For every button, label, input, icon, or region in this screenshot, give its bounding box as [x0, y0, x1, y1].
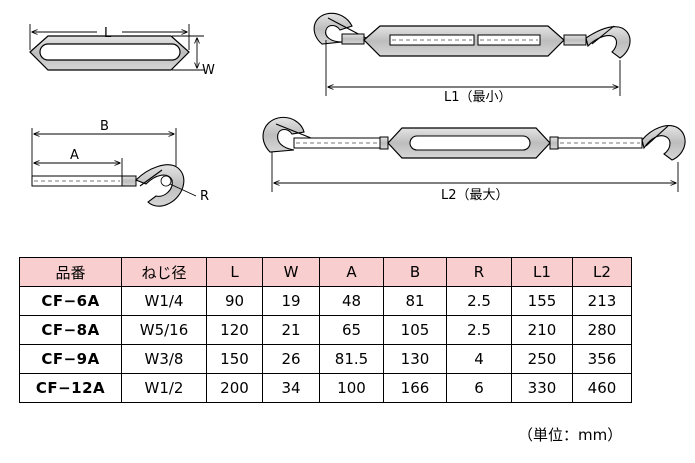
header-W: W [262, 257, 320, 287]
cell-L2: 213 [572, 286, 632, 316]
cell-R: 2.5 [446, 315, 512, 345]
cell-A: 100 [319, 373, 384, 403]
cell-A: 48 [319, 286, 384, 316]
table-row: CF−8A W5/16 120 21 65 105 2.5 210 280 [19, 315, 632, 345]
cell-model: CF−6A [19, 286, 122, 316]
header-L: L [206, 257, 263, 287]
cell-W: 26 [262, 344, 320, 374]
dimension-A [34, 158, 123, 176]
dimension-L1 [325, 40, 621, 96]
dimension-L [29, 24, 190, 50]
cell-L1: 250 [511, 344, 573, 374]
header-A: A [319, 257, 384, 287]
cell-B: 105 [383, 315, 447, 345]
body-top-view [29, 35, 190, 71]
cell-A: 65 [319, 315, 384, 345]
label-W: W [202, 63, 215, 78]
turnbuckle-max-view [262, 116, 686, 161]
header-model: 品番 [19, 257, 122, 287]
cell-L1: 330 [511, 373, 573, 403]
table-row: CF−12A W1/2 200 34 100 166 6 330 460 [19, 373, 632, 403]
turnbuckle-min-view [313, 12, 631, 59]
cell-thread: W5/16 [121, 315, 207, 345]
cell-W: 34 [262, 373, 320, 403]
spec-table: 品番 ねじ径 L W A B R L1 L2 CF−6A W1/4 90 19 … [19, 257, 632, 403]
hook-side-view [31, 164, 197, 207]
unit-note: （単位：mm） [518, 426, 623, 444]
cell-model: CF−12A [19, 373, 122, 403]
cell-B: 130 [383, 344, 447, 374]
cell-L2: 280 [572, 315, 632, 345]
cell-L: 90 [206, 286, 263, 316]
cell-B: 81 [383, 286, 447, 316]
cell-R: 6 [446, 373, 512, 403]
cell-W: 19 [262, 286, 320, 316]
cell-L1: 210 [511, 315, 573, 345]
dimension-L2 [271, 152, 679, 192]
cell-model: CF−9A [19, 344, 122, 374]
cell-B: 166 [383, 373, 447, 403]
label-B: B [100, 119, 109, 134]
label-L2: L2（最大） [441, 188, 509, 203]
cell-W: 21 [262, 315, 320, 345]
table-row: CF−9A W3/8 150 26 81.5 130 4 250 356 [19, 344, 632, 374]
cell-model: CF−8A [19, 315, 122, 345]
cell-L: 150 [206, 344, 263, 374]
cell-L: 120 [206, 315, 263, 345]
dimension-B [31, 128, 177, 176]
cell-L2: 356 [572, 344, 632, 374]
header-L1: L1 [511, 257, 573, 287]
label-L: L [104, 26, 112, 41]
cell-L2: 460 [572, 373, 632, 403]
cell-thread: W3/8 [121, 344, 207, 374]
label-A: A [70, 148, 79, 163]
table-header-row: 品番 ねじ径 L W A B R L1 L2 [19, 257, 632, 287]
label-R: R [200, 189, 209, 204]
cell-R: 4 [446, 344, 512, 374]
cell-thread: W1/4 [121, 286, 207, 316]
dimension-W [172, 35, 204, 71]
table-row: CF−6A W1/4 90 19 48 81 2.5 155 213 [19, 286, 632, 316]
header-thread: ねじ径 [121, 257, 207, 287]
cell-R: 2.5 [446, 286, 512, 316]
turnbuckle-diagram: L W B A R [29, 12, 686, 207]
cell-L1: 155 [511, 286, 573, 316]
header-B: B [383, 257, 447, 287]
cell-thread: W1/2 [121, 373, 207, 403]
cell-L: 200 [206, 373, 263, 403]
header-R: R [446, 257, 512, 287]
label-L1: L1（最小） [444, 90, 512, 105]
header-L2: L2 [572, 257, 632, 287]
cell-A: 81.5 [319, 344, 384, 374]
